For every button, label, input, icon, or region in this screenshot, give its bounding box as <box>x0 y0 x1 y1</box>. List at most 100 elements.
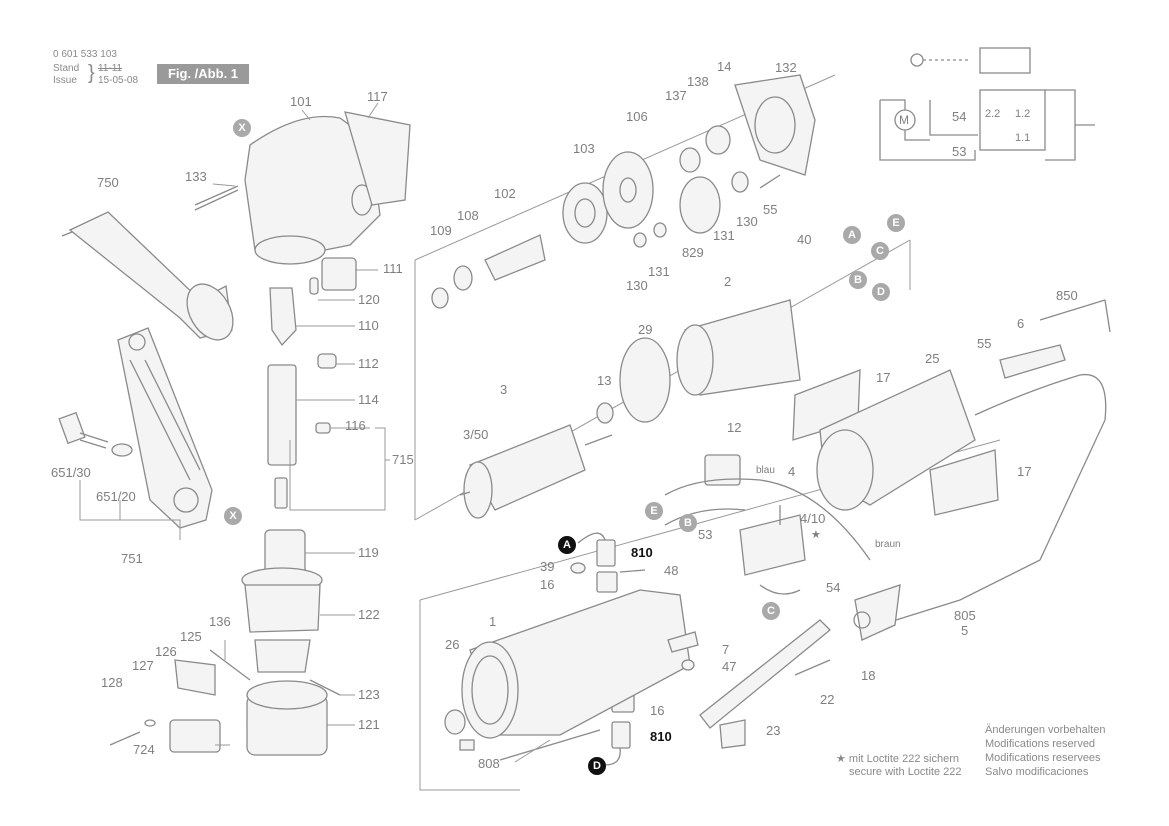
bracket-mark: } <box>88 62 95 84</box>
label-128: 128 <box>101 675 123 690</box>
issue-label: Issue <box>53 75 77 86</box>
label-29: 29 <box>638 322 653 337</box>
label-651-20: 651/20 <box>96 489 136 504</box>
label-48: 48 <box>664 563 679 578</box>
label-116: 116 <box>345 418 366 433</box>
label-25: 25 <box>925 351 940 366</box>
label-1: 1 <box>489 614 497 629</box>
label-5: 5 <box>961 623 969 638</box>
label-17b: 17 <box>1017 464 1032 479</box>
label-810b: 810 <box>650 729 672 744</box>
label-133: 133 <box>185 169 207 184</box>
connector-d-top: D <box>872 283 890 301</box>
label-850: 850 <box>1056 288 1078 303</box>
label-14: 14 <box>717 59 732 74</box>
star-mark: ★ <box>811 529 821 541</box>
modification-note-en: Modifications reserved <box>985 738 1096 750</box>
figure-label: Fig. /Abb. 1 <box>157 64 249 84</box>
connector-a-brush: A <box>558 536 576 554</box>
label-40: 40 <box>797 232 812 247</box>
label-26: 26 <box>445 637 460 652</box>
label-53: 53 <box>698 527 713 542</box>
label-39: 39 <box>540 559 555 574</box>
wire-label-blau: blau <box>756 465 775 476</box>
label-54: 54 <box>826 580 841 595</box>
label-724: 724 <box>133 742 155 757</box>
label-112: 112 <box>358 356 379 371</box>
label-16a: 16 <box>540 577 555 592</box>
label-13: 13 <box>597 373 612 388</box>
loctite-note-de: ★ mit Loctite 222 sichern <box>836 753 959 765</box>
label-120: 120 <box>358 292 380 307</box>
connector-a-top: A <box>843 226 861 244</box>
label-138: 138 <box>687 74 709 89</box>
label-17a: 17 <box>876 370 891 385</box>
label-122: 122 <box>358 607 380 622</box>
label-106: 106 <box>626 109 648 124</box>
connector-b-mid: B <box>679 514 697 532</box>
label-55a: 55 <box>763 202 778 217</box>
loctite-note-en: secure with Loctite 222 <box>849 766 962 778</box>
label-131b: 131 <box>648 264 670 279</box>
label-808: 808 <box>478 756 500 771</box>
label-119: 119 <box>358 545 379 560</box>
motor-parts <box>459 299 1111 641</box>
motor-symbol-label: M <box>899 113 909 127</box>
label-829: 829 <box>682 245 704 260</box>
label-55b: 55 <box>977 336 992 351</box>
bracket-751 <box>117 327 213 529</box>
schematic-label-54: 54 <box>952 109 967 124</box>
modification-note-fr: Modifications reservees <box>985 752 1101 764</box>
label-121: 121 <box>358 717 380 732</box>
label-125: 125 <box>180 629 202 644</box>
schematic-label-1-2: 1.2 <box>1015 108 1031 120</box>
motor-housing-1 <box>444 589 831 761</box>
label-16b: 16 <box>650 703 665 718</box>
label-6: 6 <box>1017 316 1025 331</box>
leader-lines <box>79 102 551 763</box>
label-4: 4 <box>788 464 796 479</box>
modification-note-de: Änderungen vorbehalten <box>985 724 1106 736</box>
label-805: 805 <box>954 608 976 623</box>
schematic-label-1-1: 1.1 <box>1015 132 1031 144</box>
chuck-parts <box>109 529 341 756</box>
wire-label-braun: braun <box>875 539 901 550</box>
label-130b: 130 <box>626 278 648 293</box>
side-handle-750 <box>61 211 234 341</box>
switch-assembly <box>664 454 871 595</box>
label-103: 103 <box>573 141 595 156</box>
label-126: 126 <box>155 644 177 659</box>
connector-e-mid: E <box>645 502 663 520</box>
label-108: 108 <box>457 208 479 223</box>
label-18: 18 <box>861 668 876 683</box>
wiring-schematic <box>879 47 1095 161</box>
spindle-parts <box>267 257 357 509</box>
label-101: 101 <box>290 94 312 109</box>
brush-parts <box>570 532 646 766</box>
schematic-label-2-2: 2.2 <box>985 108 1001 120</box>
issue-value: 15-05-08 <box>98 75 139 86</box>
label-132: 132 <box>775 60 797 75</box>
label-810a: 810 <box>631 545 653 560</box>
label-750: 750 <box>97 175 119 190</box>
label-4-10: 4/10 <box>800 511 826 526</box>
label-131a: 131 <box>713 228 735 243</box>
label-111: 111 <box>383 261 403 276</box>
connector-d-brush: D <box>588 757 606 775</box>
label-47: 47 <box>722 659 737 674</box>
label-651-30: 651/30 <box>51 465 91 480</box>
label-2: 2 <box>724 274 732 289</box>
label-114: 114 <box>358 392 379 407</box>
label-137: 137 <box>665 88 687 103</box>
label-751: 751 <box>121 551 143 566</box>
label-117: 117 <box>367 89 388 104</box>
stand-label: Stand <box>53 63 80 74</box>
label-136: 136 <box>209 614 231 629</box>
part-number: 0 601 533 103 <box>53 49 117 60</box>
label-7: 7 <box>722 642 730 657</box>
gear-train <box>431 74 816 309</box>
label-130a: 130 <box>736 214 758 229</box>
label-109: 109 <box>430 223 452 238</box>
bolt-651-30 <box>58 411 133 457</box>
